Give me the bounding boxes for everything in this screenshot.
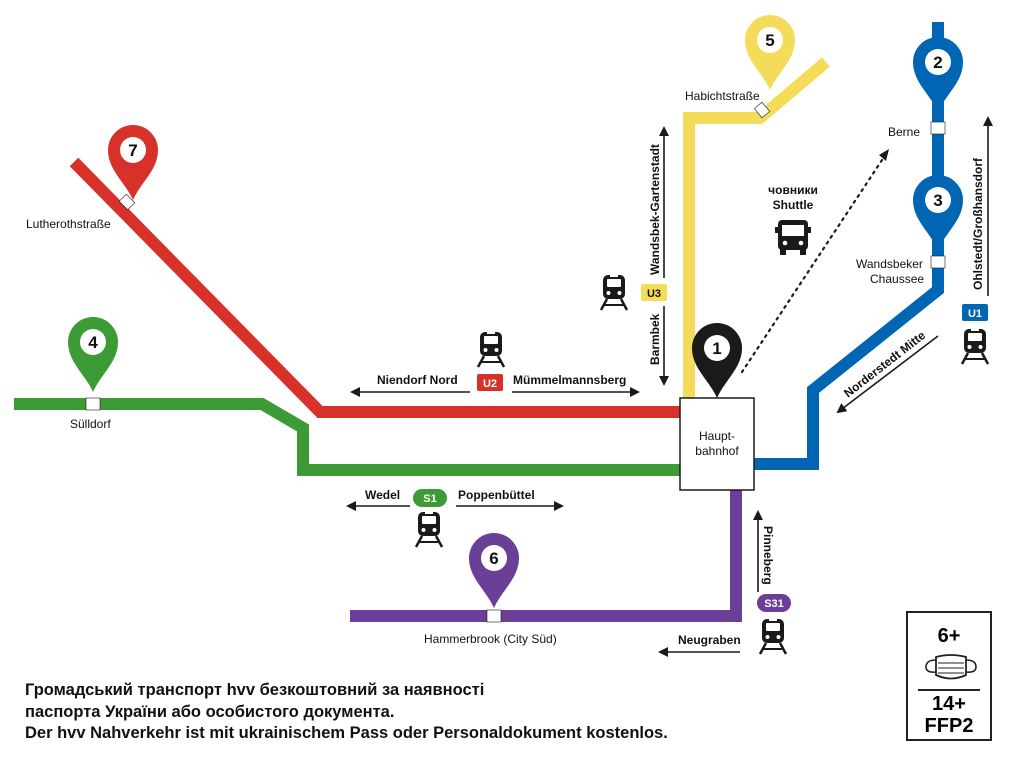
map-pin-number: 1 bbox=[712, 339, 721, 358]
footer-notice: Громадський транспорт hvv безкоштовний з… bbox=[25, 680, 885, 745]
u3-badge bbox=[641, 284, 667, 301]
hauptbahnhof-label-1: Haupt- bbox=[699, 429, 735, 443]
u2-train-icon bbox=[476, 330, 506, 369]
station-marker-berne bbox=[930, 121, 946, 135]
station-marker-hammerbrook bbox=[486, 609, 502, 623]
map-pin-icon-4: 4 bbox=[68, 317, 118, 392]
map-pin-icon-5: 5 bbox=[745, 15, 795, 90]
u3-badge-label: U3 bbox=[647, 288, 661, 300]
u1-badge bbox=[962, 304, 988, 321]
s31-badge bbox=[757, 594, 791, 612]
station-marker-habichtstrasse bbox=[753, 101, 771, 119]
yellow-line-u3 bbox=[683, 57, 830, 398]
s31-direction-up: Pinneberg bbox=[761, 526, 775, 585]
station-marker-wandsbeker bbox=[930, 255, 946, 269]
map-pin-icon-2: 2 bbox=[913, 37, 963, 112]
map-pin-icon-1: 1 bbox=[692, 323, 742, 398]
face-mask-icon bbox=[925, 654, 977, 680]
green-line-s1 bbox=[14, 398, 680, 476]
footer-line-de: Der hvv Nahverkehr ist mit ukrainischem … bbox=[25, 724, 668, 742]
s1-direction-right: Poppenbüttel bbox=[458, 488, 535, 502]
bus-icon bbox=[775, 220, 811, 255]
station-label-wandsbeker-2: Chaussee bbox=[870, 272, 924, 286]
s1-train-icon bbox=[414, 510, 444, 549]
shuttle-dotted-route bbox=[740, 152, 888, 374]
map-pin-number: 6 bbox=[489, 549, 498, 568]
u1-badge-label: U1 bbox=[968, 308, 982, 320]
shuttle-label-de: Shuttle bbox=[773, 198, 814, 212]
ffp2-label: FFP2 bbox=[924, 715, 974, 737]
station-marker-sulldorf bbox=[85, 397, 101, 411]
u2-badge-label: U2 bbox=[483, 378, 497, 390]
footer-line-ukr-1: Громадський транспорт hvv безкоштовний з… bbox=[25, 681, 485, 699]
map-pin-number: 7 bbox=[128, 141, 137, 160]
s1-direction-left: Wedel bbox=[365, 488, 400, 502]
map-pin-number: 5 bbox=[765, 31, 774, 50]
u3-train-icon bbox=[599, 273, 629, 312]
map-pin-icon-7: 7 bbox=[108, 125, 158, 200]
station-label-habichtstrasse: Habichtstraße bbox=[685, 89, 760, 103]
s31-direction-left: Neugraben bbox=[678, 633, 741, 647]
u3-direction-up: Wandsbek-Gartenstadt bbox=[648, 144, 662, 275]
u3-direction-down: Barmbek bbox=[648, 313, 662, 365]
station-label-lutherothstrasse: Lutherothstraße bbox=[26, 217, 111, 231]
station-marker-lutherothstrasse bbox=[118, 193, 136, 211]
red-line-u2 bbox=[69, 157, 680, 418]
station-label-sulldorf: Sülldorf bbox=[70, 417, 111, 431]
s31-train-icon bbox=[758, 617, 788, 656]
u2-direction-right: Mümmelmannsberg bbox=[513, 373, 626, 387]
s1-badge bbox=[413, 489, 447, 507]
hauptbahnhof-label-2: bahnhof bbox=[695, 444, 739, 458]
s1-badge-label: S1 bbox=[423, 493, 436, 505]
purple-line-s31 bbox=[350, 488, 742, 622]
map-pin-number: 4 bbox=[88, 333, 98, 352]
map-pin-number: 2 bbox=[933, 53, 942, 72]
station-label-hammerbrook: Hammerbrook (City Süd) bbox=[424, 632, 557, 646]
u2-badge bbox=[477, 374, 503, 391]
shuttle-arrow-head bbox=[879, 149, 889, 161]
age-6-plus: 6+ bbox=[937, 625, 961, 647]
station-label-berne: Berne bbox=[888, 125, 920, 139]
s31-badge-label: S31 bbox=[764, 598, 784, 610]
shuttle-label-ukr: човники bbox=[768, 183, 818, 197]
map-pin-number: 3 bbox=[933, 191, 942, 210]
map-pin-icon-6: 6 bbox=[469, 533, 519, 608]
u1-arrow-down bbox=[836, 335, 939, 414]
u1-direction-up: Ohlstedt/Großhansdorf bbox=[971, 157, 985, 290]
mask-requirement-box: 6+ 14+ FFP2 bbox=[906, 611, 992, 741]
map-pin-icon-3: 3 bbox=[913, 175, 963, 250]
footer-line-ukr-2: паспорта України або особистого документ… bbox=[25, 702, 395, 721]
u1-train-icon bbox=[960, 327, 990, 366]
age-14-plus: 14+ bbox=[932, 693, 966, 715]
mask-box-divider bbox=[918, 689, 980, 691]
u2-direction-left: Niendorf Nord bbox=[377, 373, 458, 387]
station-label-wandsbeker-1: Wandsbeker bbox=[856, 257, 923, 271]
